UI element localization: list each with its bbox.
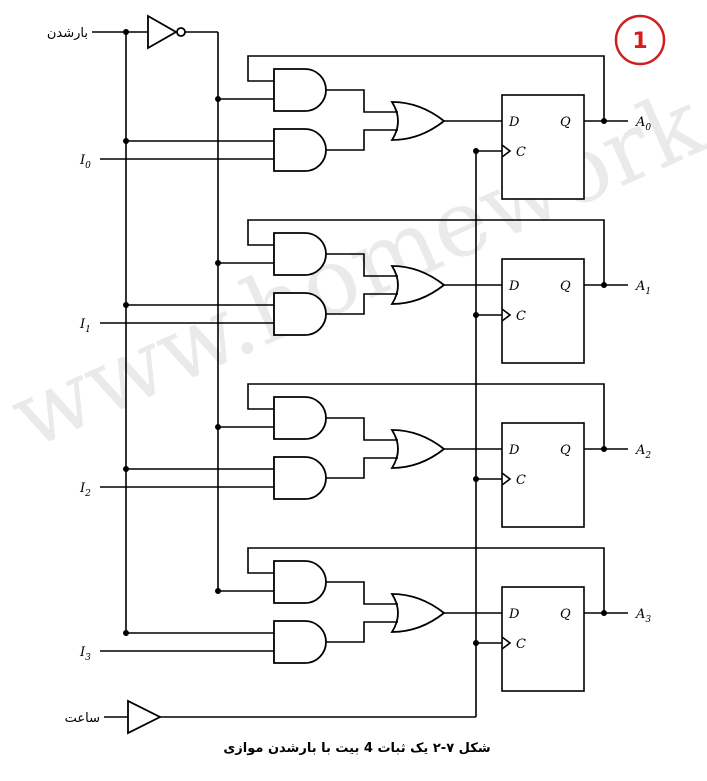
output-label-3: A3 [635, 607, 651, 625]
and-gate-load-3 [273, 620, 327, 664]
d-flipflop-3 [501, 586, 585, 692]
and-gate-load-1 [273, 292, 327, 336]
ff-d-pin: D [508, 443, 520, 458]
output-label-0: A0 [635, 115, 651, 133]
ff-d-pin: D [508, 279, 520, 294]
and-gate-hold-0 [273, 68, 327, 112]
figure-caption: شکل ۷-۲ یک ثبات 4 بیت با بارشدن موازی [223, 741, 490, 756]
load-label: بارشدن [47, 26, 88, 41]
register-stage-3: DC Q I3 A3 [79, 547, 651, 692]
or-gate-1 [390, 265, 446, 305]
or-gate-3 [390, 593, 446, 633]
d-flipflop-2 [501, 422, 585, 528]
and-gate-hold-2 [273, 396, 327, 440]
register-stage-0: DC Q I0 A0 [79, 55, 651, 200]
svg-text:1: 1 [632, 29, 647, 54]
ff-c-pin: C [516, 473, 526, 488]
d-flipflop-0 [501, 94, 585, 200]
ff-d-pin: D [508, 607, 520, 622]
d-flipflop-1 [501, 258, 585, 364]
output-label-1: A1 [635, 279, 651, 297]
ff-q-pin: Q [560, 115, 571, 130]
load-input: بارشدن [47, 14, 219, 631]
input-label-0: I0 [79, 153, 91, 171]
clock-input: ساعت [65, 150, 477, 735]
ff-q-pin: Q [560, 279, 571, 294]
figure-number-badge: 1 [614, 14, 666, 66]
ff-d-pin: D [508, 115, 520, 130]
and-gate-hold-3 [273, 560, 327, 604]
watermark: www.homework [0, 69, 707, 470]
load-inverter-gate [147, 14, 186, 50]
and-gate-hold-1 [273, 232, 327, 276]
ff-c-pin: C [516, 145, 526, 160]
input-label-1: I1 [79, 317, 91, 335]
register-stage-2: DC Q I2 A2 [79, 383, 651, 528]
and-gate-load-2 [273, 456, 327, 500]
ff-c-pin: C [516, 637, 526, 652]
output-label-2: A2 [635, 443, 651, 461]
ff-c-pin: C [516, 309, 526, 324]
ff-q-pin: Q [560, 607, 571, 622]
or-gate-0 [390, 101, 446, 141]
ff-q-pin: Q [560, 443, 571, 458]
clock-buffer-gate [127, 699, 163, 735]
and-gate-load-0 [273, 128, 327, 172]
register-stage-1: DC Q I1 A1 [79, 219, 651, 364]
clock-label: ساعت [65, 711, 100, 726]
or-gate-2 [390, 429, 446, 469]
input-label-2: I2 [79, 481, 91, 499]
input-label-3: I3 [79, 645, 91, 663]
